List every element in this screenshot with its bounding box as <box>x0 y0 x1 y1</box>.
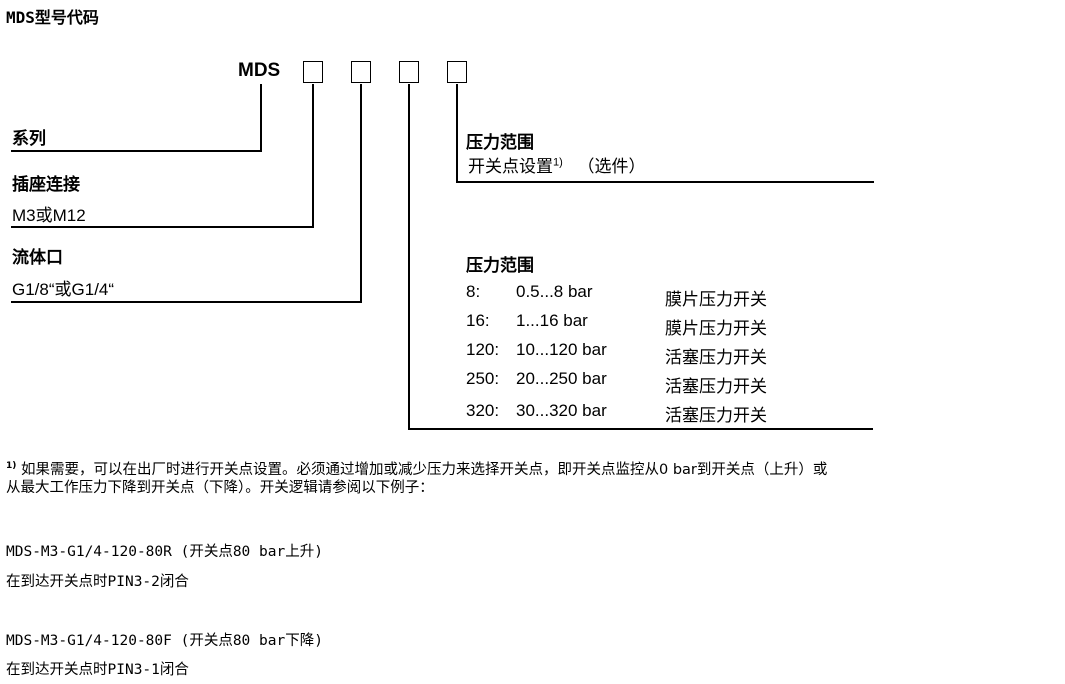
range-value: 30...320 bar <box>516 401 607 420</box>
fluid-port-label: 流体口 <box>12 248 63 267</box>
footnote-text-2: 从最大工作压力下降到开关点（下降）。开关逻辑请参阅以下例子： <box>6 480 434 496</box>
range-code: 120: <box>466 340 500 359</box>
fluid-port-line-horizontal <box>11 301 362 303</box>
setpoint-label: 压力范围 <box>466 133 534 152</box>
range-code: 250: <box>466 369 500 388</box>
connector-line-vertical <box>312 84 314 228</box>
page-title: MDS型号代码 <box>6 8 99 27</box>
range-type: 活塞压力开关 <box>665 348 767 367</box>
series-connector-vertical <box>260 84 262 152</box>
code-box-3 <box>399 61 419 83</box>
code-box-4 <box>447 61 467 83</box>
range-code: 320: <box>466 401 500 420</box>
example-description: 在到达开关点时PIN3-1闭合 <box>6 662 189 678</box>
example-code: MDS-M3-G1/4-120-80F (开关点80 bar下降) <box>6 633 323 649</box>
fluid-port-line-vertical <box>360 84 362 303</box>
code-box-2 <box>351 61 371 83</box>
code-box-1 <box>303 61 323 83</box>
setpoint-optional: （选件） <box>577 157 646 176</box>
fluid-port-value: G1/8“或G1/4“ <box>12 280 115 299</box>
footnote-text-1: 如果需要，可以在出厂时进行开关点设置。必须通过增加或减少压力来选择开关点，即开关… <box>21 461 828 478</box>
setpoint-line-vertical <box>456 84 458 183</box>
model-prefix: MDS <box>238 60 281 81</box>
setpoint-text: 开关点设置1) （选件） <box>468 152 646 177</box>
range-code: 8: <box>466 282 481 301</box>
example-description: 在到达开关点时PIN3-2闭合 <box>6 574 189 590</box>
connector-line-horizontal <box>11 226 314 228</box>
setpoint-line-horizontal <box>456 181 874 183</box>
range-value: 20...250 bar <box>516 369 607 388</box>
range-type: 活塞压力开关 <box>665 377 767 396</box>
example-code: MDS-M3-G1/4-120-80R (开关点80 bar上升) <box>6 544 323 560</box>
range-code: 16: <box>466 311 490 330</box>
range-line-vertical <box>408 84 410 430</box>
range-value: 1...16 bar <box>516 311 588 330</box>
footnote-marker: 1) <box>6 461 17 471</box>
footnote-line-1: 1) 如果需要，可以在出厂时进行开关点设置。必须通过增加或减少压力来选择开关点，… <box>6 456 827 480</box>
series-label: 系列 <box>12 129 46 148</box>
range-type: 膜片压力开关 <box>665 290 767 309</box>
setpoint-text-main: 开关点设置 <box>468 157 553 176</box>
range-line-horizontal <box>408 428 873 430</box>
connector-label: 插座连接 <box>12 175 80 194</box>
range-value: 0.5...8 bar <box>516 282 593 301</box>
range-value: 10...120 bar <box>516 340 607 359</box>
range-label: 压力范围 <box>466 256 534 275</box>
range-type: 膜片压力开关 <box>665 319 767 338</box>
range-type: 活塞压力开关 <box>665 406 767 425</box>
setpoint-footnote-marker: 1) <box>553 156 563 169</box>
connector-value: M3或M12 <box>12 206 86 225</box>
series-connector-horizontal <box>11 150 262 152</box>
